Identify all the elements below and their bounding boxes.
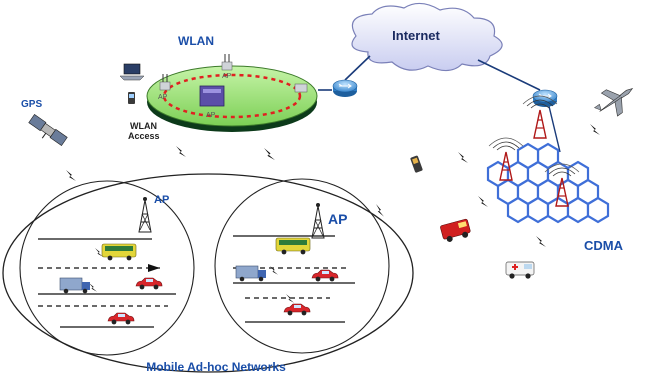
access-point-icon bbox=[294, 83, 308, 93]
wlan-access-label-2: Access bbox=[128, 131, 160, 141]
internet-link-left bbox=[344, 55, 371, 81]
manet-outer-boundary bbox=[2, 173, 414, 373]
laptop-icon bbox=[119, 63, 145, 81]
satellite-icon bbox=[28, 114, 68, 146]
fire-truck-icon bbox=[440, 218, 471, 242]
ambulance-icon bbox=[505, 261, 535, 279]
wlan-ring bbox=[146, 65, 318, 132]
ap-label-right: AP bbox=[328, 211, 347, 227]
mobile-phone-icon bbox=[128, 92, 135, 104]
internet-label: Internet bbox=[392, 28, 440, 43]
car-icon bbox=[311, 269, 339, 282]
wlan-label: WLAN bbox=[178, 34, 214, 48]
access-point-icon bbox=[159, 74, 171, 91]
mobile-adhoc-label: Mobile Ad-hoc Networks bbox=[146, 360, 286, 374]
wlan-server-icon bbox=[199, 85, 225, 107]
manet-left-cell bbox=[19, 180, 195, 356]
manet-right-cell bbox=[214, 178, 390, 354]
cdma-cell-grid bbox=[486, 142, 610, 224]
cdma-backhaul-link bbox=[547, 101, 561, 153]
bus-icon bbox=[275, 237, 311, 255]
router-icon bbox=[332, 79, 358, 98]
car-icon bbox=[283, 303, 311, 316]
truck-icon bbox=[59, 277, 91, 294]
gps-label: GPS bbox=[21, 99, 42, 110]
mobile-phone-icon bbox=[410, 155, 423, 173]
cell-tower-icon bbox=[138, 196, 152, 233]
internet-link-right bbox=[477, 59, 541, 91]
internet-cloud: Internet bbox=[351, 2, 503, 72]
wlan-access-label-1: WLAN bbox=[130, 121, 157, 131]
road-lines-left bbox=[38, 238, 176, 328]
cdma-label: CDMA bbox=[584, 238, 624, 253]
car-icon bbox=[135, 277, 163, 290]
access-point-icon bbox=[221, 54, 233, 71]
wlan-coverage-dash bbox=[162, 73, 302, 119]
ap-small-label-3: AP bbox=[206, 112, 216, 119]
jet-icon bbox=[594, 87, 634, 117]
ap-small-label-1: AP bbox=[158, 94, 168, 101]
cell-tower-icon bbox=[311, 202, 325, 239]
ap-label-left: AP bbox=[154, 194, 169, 206]
bus-icon bbox=[101, 243, 137, 261]
ap-small-label-2: AP bbox=[222, 73, 232, 80]
car-icon bbox=[107, 312, 135, 325]
